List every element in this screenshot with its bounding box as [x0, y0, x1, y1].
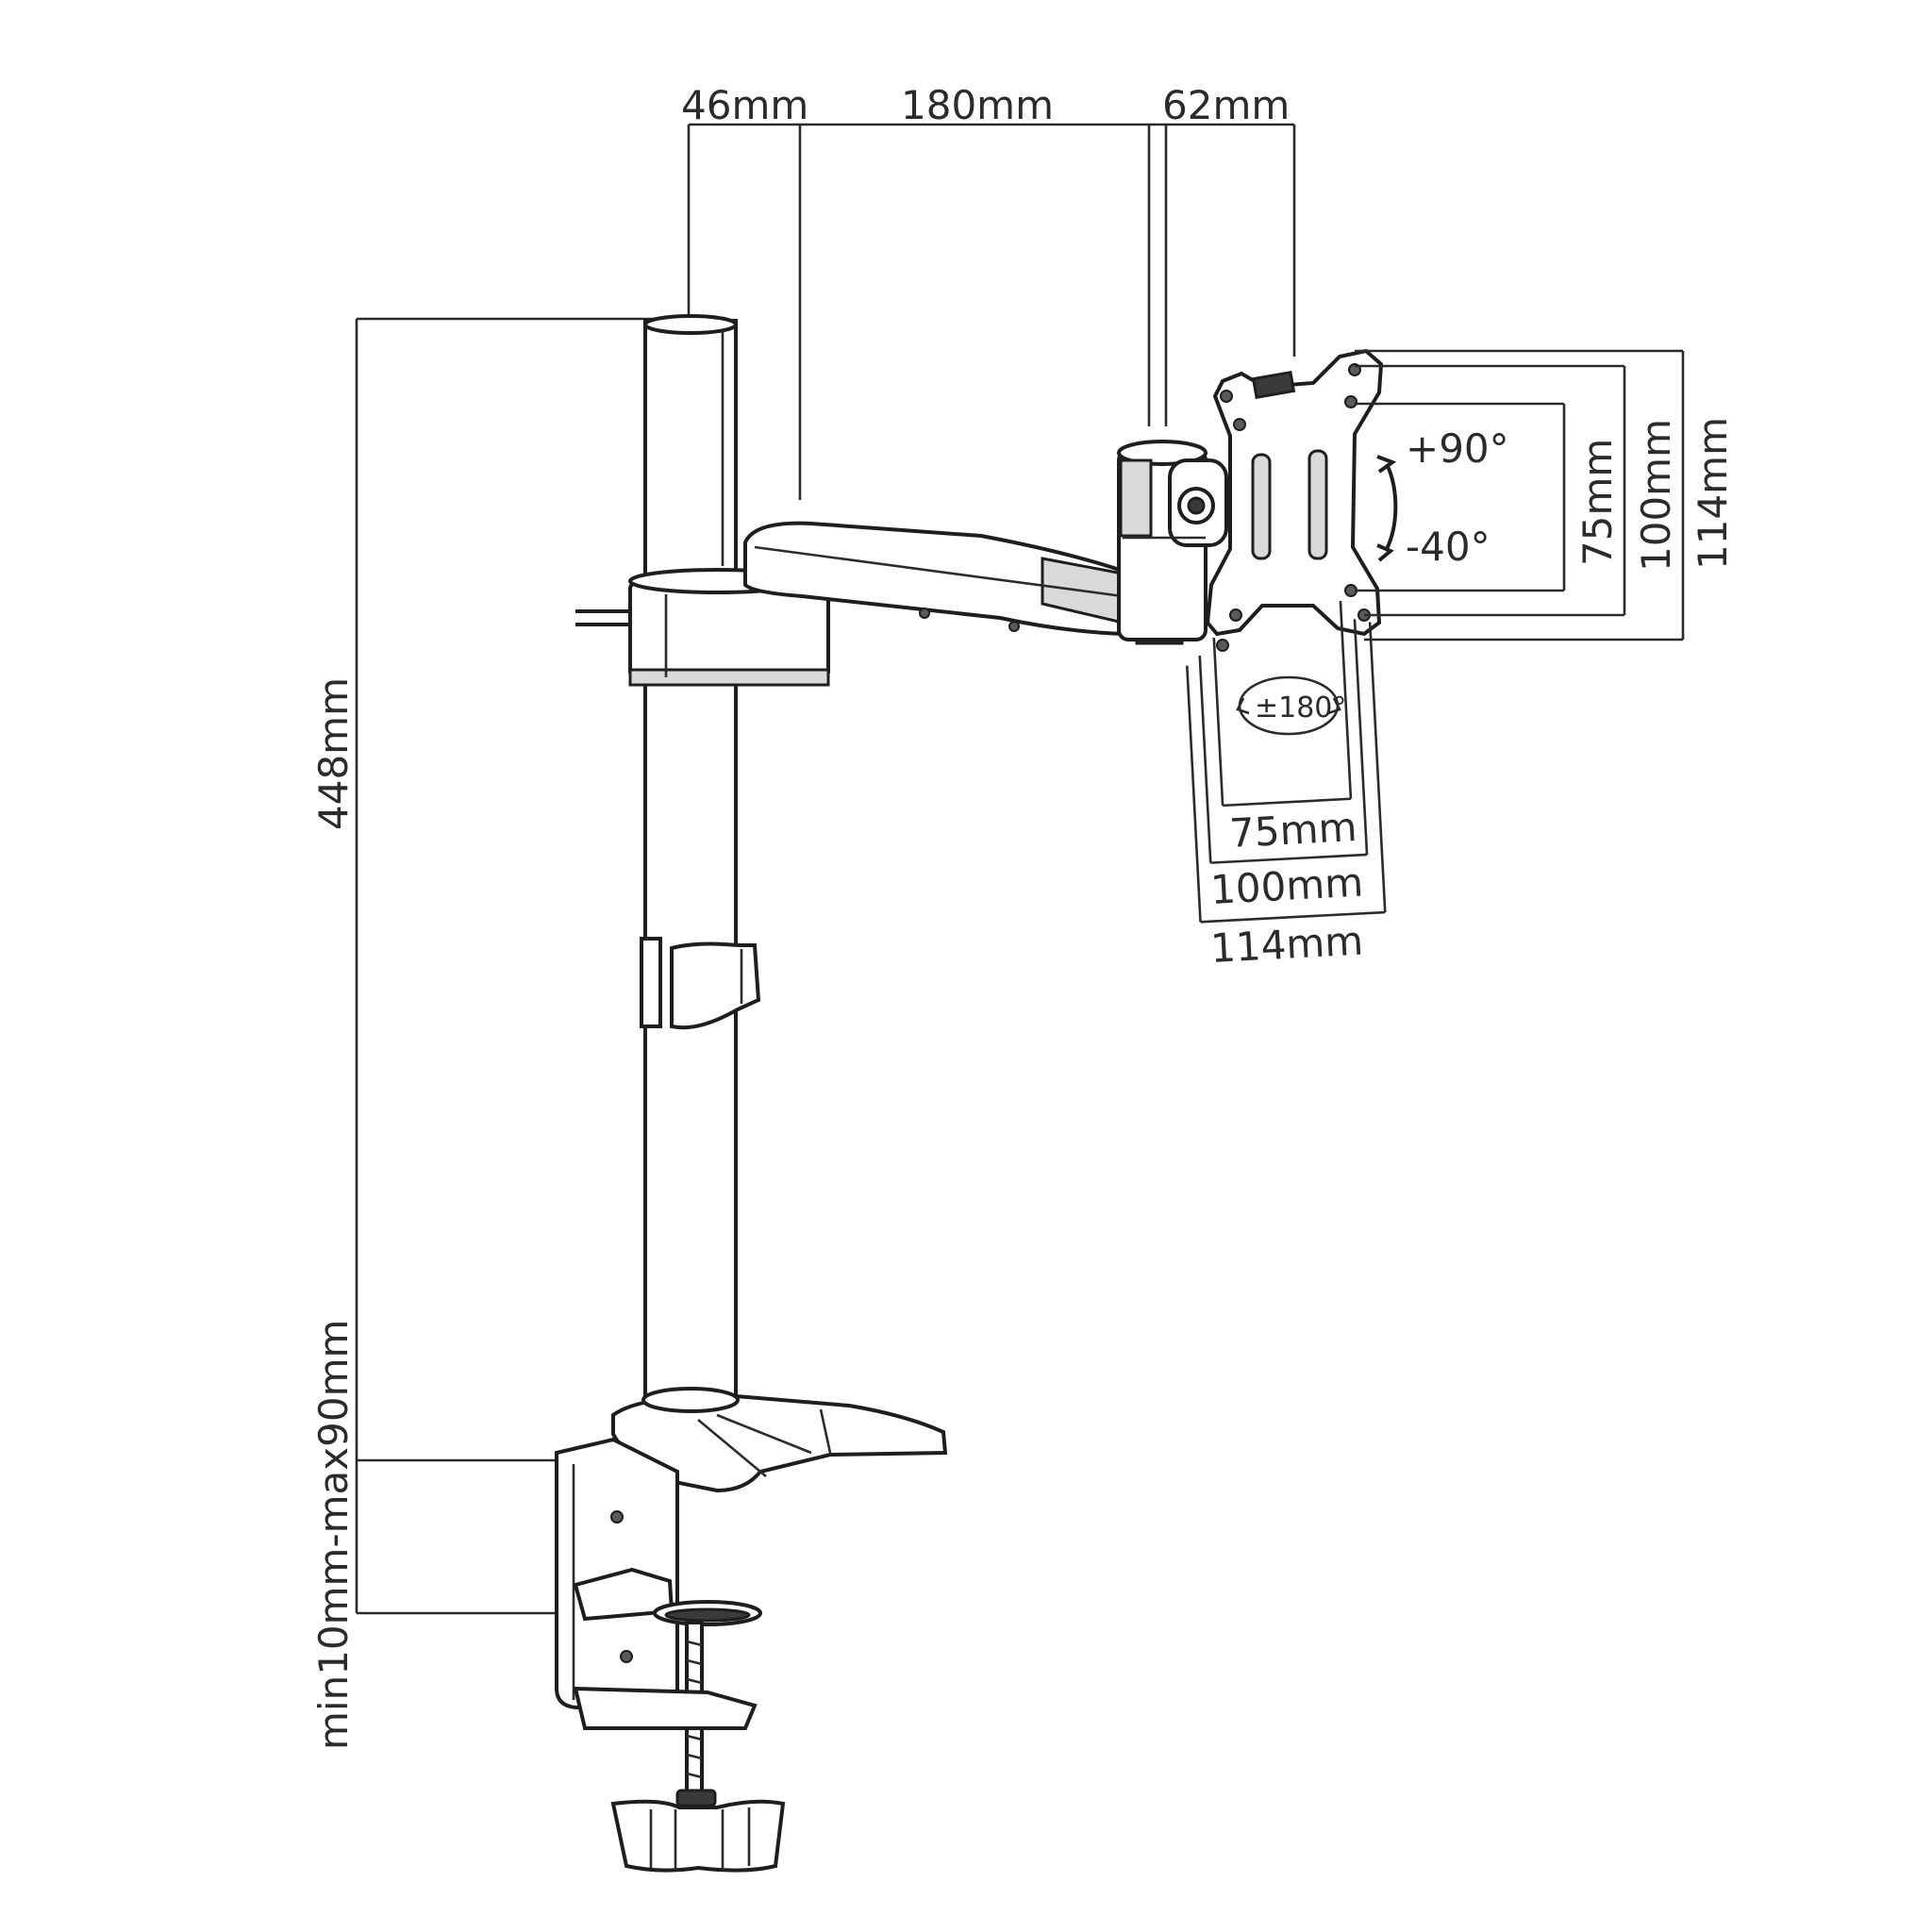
clamp-screw [573, 1621, 758, 1794]
dim-vesa-v-100mm: 100mm [1633, 419, 1679, 572]
dim-448mm: 448mm [310, 677, 357, 830]
clamp-knob [610, 1789, 786, 1873]
tilt-up-label: +90° [1406, 425, 1509, 472]
dim-vesa-h-114mm: 114mm [1209, 918, 1364, 972]
dim-desk-thickness: min10mm-max90mm [310, 1320, 357, 1750]
clamp-pad [653, 1600, 762, 1626]
tilt-down-label: -40° [1406, 524, 1491, 570]
dim-vesa-v-75mm: 75mm [1574, 439, 1621, 566]
pole [643, 314, 738, 1403]
vesa-horizontal-dims [1185, 600, 1387, 924]
cable-clip [640, 937, 761, 1030]
dim-180mm: 180mm [901, 82, 1054, 128]
clamp-bracket [555, 1437, 679, 1709]
tilt-joint [1117, 440, 1228, 641]
dim-62mm: 62mm [1162, 82, 1290, 128]
dim-vesa-h-100mm: 100mm [1209, 859, 1364, 913]
dim-vesa-h-75mm: 75mm [1228, 804, 1358, 857]
dim-vesa-v-114mm: 114mm [1690, 417, 1736, 570]
tilt-indicator [1376, 455, 1398, 562]
dim-46mm: 46mm [681, 82, 808, 128]
rotation-indicator [1236, 675, 1341, 736]
vesa-vertical-dims [1355, 349, 1685, 641]
top-dimension-lines [687, 123, 1296, 500]
rotation-label: ±180° [1255, 691, 1346, 724]
vesa-plate [1205, 348, 1384, 652]
